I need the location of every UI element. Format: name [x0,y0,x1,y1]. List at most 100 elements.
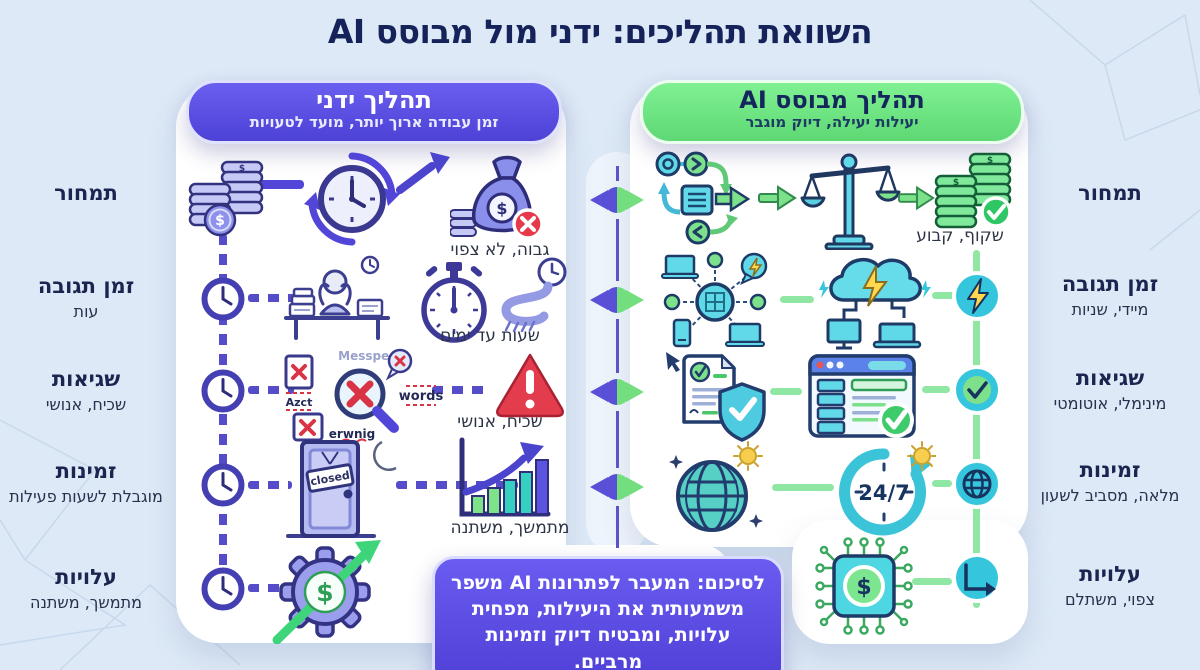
ai-row4-connector-b [932,480,952,487]
ai-pricing-caption: שקוף, קבוע [916,226,1004,246]
ai-timeline-green-line [973,250,980,608]
svg-text:$: $ [856,575,871,600]
green-arrow-icon [898,185,935,211]
row-label-availability-right: זמינות [1079,458,1141,482]
divider-line [616,506,619,548]
green-arrow-icon [758,185,797,211]
svg-text:Azct: Azct [286,396,313,409]
manual-row5-connector [248,584,282,592]
row-sub-availability-left: מוגבלת לשעות פעילות [9,487,163,506]
compare-eye-icon [590,474,644,500]
check-badge-icon [952,365,1002,415]
row-label-errors-right: שגיאות [1075,366,1145,390]
coins-stack-green-icon: $ $ [934,152,1012,229]
compare-eye-icon [590,187,644,213]
clock-cycle-icon [304,152,400,246]
ai-row4-connector [772,484,834,491]
svg-text:words: words [399,389,444,404]
row-label-availability-left: זמינות [55,459,117,483]
manual-row4-connector [248,481,292,489]
stopwatch-icon [421,262,487,343]
page-title: השוואת תהליכים: ידני מול מבוסס AI [327,12,873,51]
ai-header: תהליך מבוסס AI יעילות יעילה, דיוק מוגבר [640,80,1024,144]
manual-response-caption: שעות עד ימים [440,326,540,346]
globe-sun-icon [669,441,763,532]
ai-row3-connector [770,388,802,395]
process-flow-icon [655,151,751,245]
ai-chip-dollar-icon: $ [815,537,913,635]
ai-header-subtitle: יעילות יעילה, דיוק מוגבר [745,113,919,132]
compare-eye-icon [590,379,644,405]
manual-row1-connector [258,180,304,189]
clock-24-7-icon: 24/7 [839,441,936,536]
row-sub-errors-left: שכיח, אנושי [45,395,127,414]
stressed-worker-icon [284,255,390,340]
manual-pricing-caption: גבוה, לא צפוי [450,240,550,260]
coins-stack-purple-icon: $ $ [188,160,264,237]
manual-errors-caption: שכיח, אנושי [457,412,543,432]
svg-text:$: $ [496,199,507,218]
gear-dollar-growth-icon: $ [272,540,381,644]
ai-row5-connector [912,578,952,585]
growth-chart-icon [459,437,551,517]
time-squiggle-clock-icon [501,257,567,332]
svg-text:24/7: 24/7 [858,481,910,505]
row-sub-costs-left: מתמשך, משתנה [30,593,142,612]
cloud-lightning-icon [819,257,931,350]
row-label-response-left: זמן תגובה [37,274,135,298]
ai-row2-connector-b [932,292,958,299]
manual-header-subtitle: זמן עבודה ארוך יותר, מועד לטעויות [249,113,499,132]
summary-box: לסיכום: המעבר לפתרונות AI משפר משמעותית … [432,556,784,670]
svg-text:$: $ [987,156,993,166]
axis-arrow-badge-icon [952,553,1002,603]
clock-badge-icon [201,277,245,321]
clock-badge-icon [201,463,245,507]
money-bag-error-icon: $ [450,155,544,240]
clock-badge-icon [201,369,245,413]
rising-arrow-icon [396,152,450,194]
warning-triangle-icon [496,353,564,418]
divider-line [616,319,619,373]
svg-text:$: $ [316,578,333,607]
row-sub-response-right: מיידי, שניות [1071,300,1149,319]
row-sub-errors-right: מינימלי, אוטומטי [1053,394,1167,413]
divider-line [616,411,619,468]
manual-row2-connector [248,294,296,302]
error-documents-magnifier-icon: Messped Azct words erwnig [284,348,444,442]
svg-text:erwnig: erwnig [329,427,375,441]
row-label-pricing-right: תמחור [1078,181,1142,205]
lightning-badge-icon [952,271,1002,321]
compare-eye-icon [590,287,644,313]
manual-header: תהליך ידני זמן עבודה ארוך יותר, מועד לטע… [186,80,562,144]
row-label-response-right: זמן תגובה [1061,272,1159,296]
svg-text:$: $ [239,164,245,174]
svg-text:$: $ [953,178,959,188]
verified-document-shield-icon [666,352,766,442]
manual-row3-connector-b [432,386,488,394]
closed-door-moon-icon: closed [286,440,397,538]
row-sub-response-left: עות [73,302,99,321]
balance-scales-icon [800,153,901,250]
row-label-costs-left: עלויות [55,565,117,589]
clock-badge-icon [201,567,245,611]
manual-row3-connector [248,386,294,394]
svg-text:$: $ [215,213,225,229]
row-sub-availability-right: מלאה, מסביב לשעון [1040,486,1180,505]
row-label-costs-right: עלויות [1079,562,1141,586]
svg-text:Messped: Messped [338,349,398,363]
ai-network-hub-icon [661,251,768,348]
divider-line [616,166,619,181]
manual-row4-connector-b [396,481,518,489]
globe-badge-icon [952,459,1002,509]
row-sub-costs-right: צפוי, משתלם [1064,590,1156,609]
ai-row2-connector [780,296,814,303]
divider-line [616,219,619,281]
row-label-errors-left: שגיאות [51,367,121,391]
ai-header-title: תהליך מבוסס AI [739,86,925,114]
browser-check-icon [808,354,916,438]
ai-row3-connector-b [922,386,950,393]
manual-availability-caption: מתמשך, משתנה [450,518,570,538]
manual-header-title: תהליך ידני [316,86,432,114]
